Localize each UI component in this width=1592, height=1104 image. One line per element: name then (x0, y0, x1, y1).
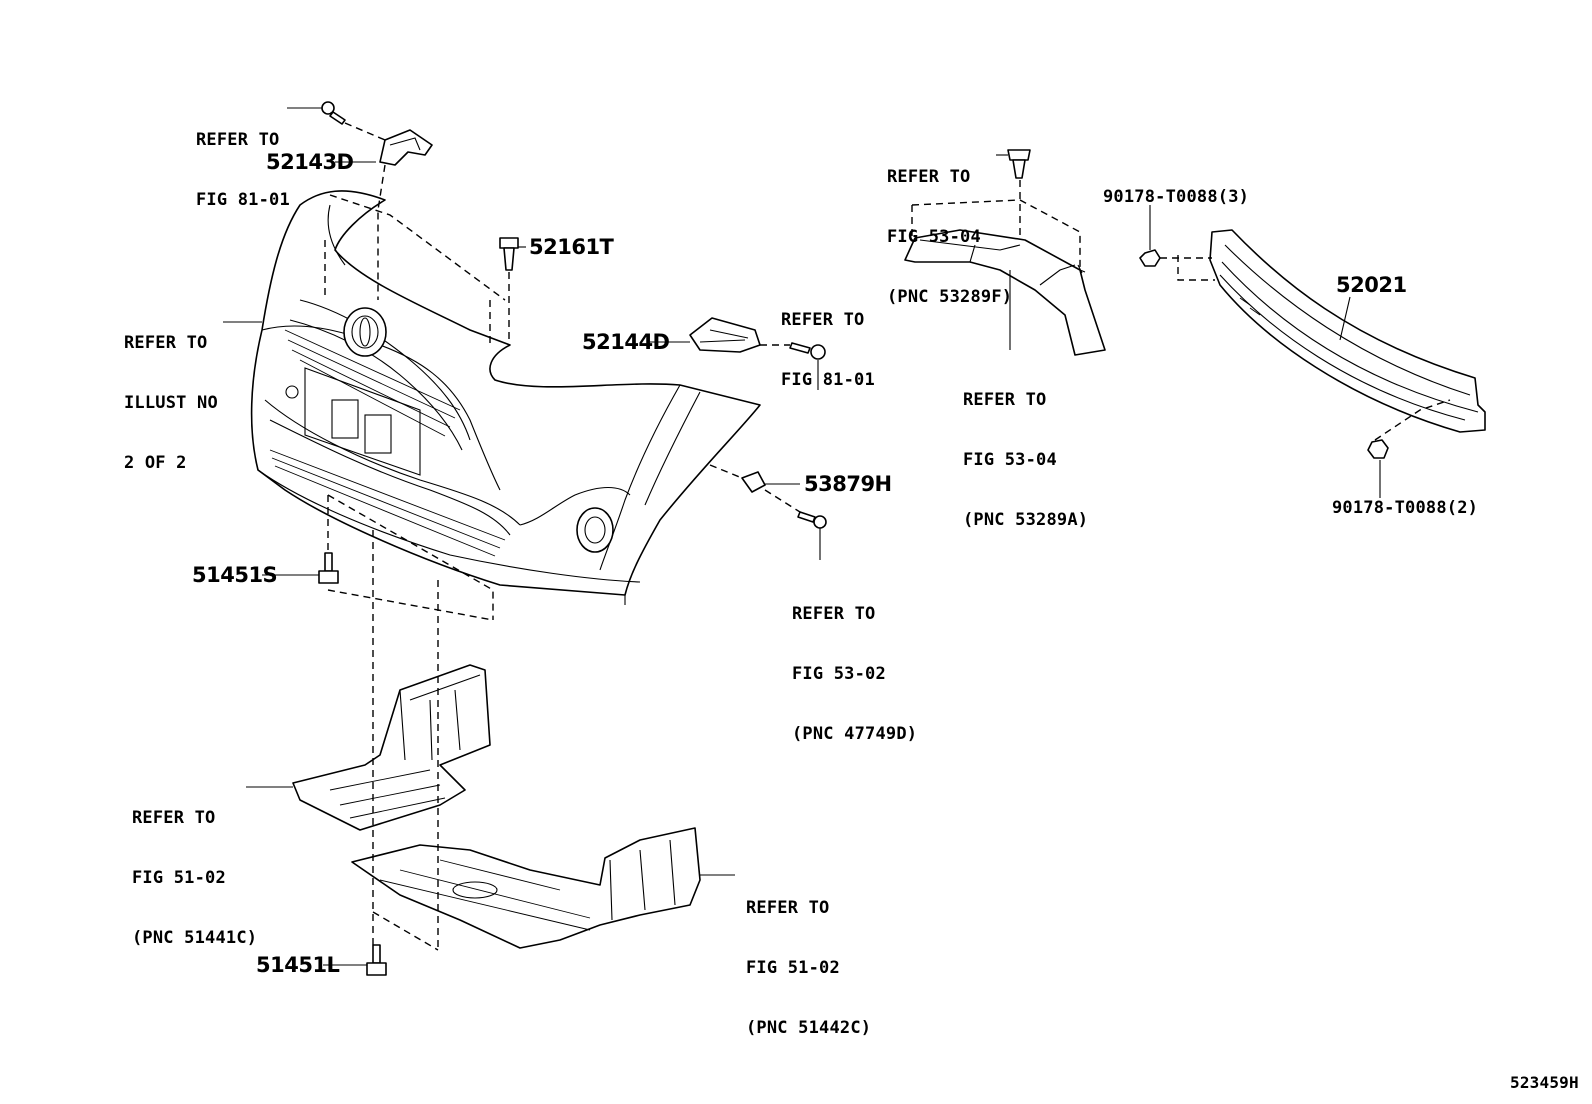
bracket-drawing (904, 229, 1106, 356)
part-51451S[interactable]: 51451S (192, 563, 278, 587)
ref-line: (PNC 51441C) (132, 928, 258, 948)
refer-fig-51-02-pnc-51442c[interactable]: REFER TO FIG 51-02 (PNC 51442C) (746, 858, 871, 1058)
ref-line: FIG 53-04 (963, 450, 1057, 470)
engine-under-cover-1-drawing (292, 664, 491, 831)
ref-line: REFER TO (887, 167, 971, 187)
part-51451L[interactable]: 51451L (256, 953, 340, 977)
ref-line: ILLUST NO (124, 393, 218, 413)
refer-fig-53-04-pnc-53289a[interactable]: REFER TO FIG 53-04 (PNC 53289A) (963, 350, 1088, 550)
ref-line: FIG 51-02 (746, 958, 840, 978)
ref-line: REFER TO (124, 333, 208, 353)
bolt-53289F-drawing (1007, 149, 1031, 179)
retainer-52144D-drawing (689, 317, 761, 353)
ref-line: REFER TO (196, 130, 280, 150)
clip-53879H-drawing (741, 471, 827, 529)
engine-under-cover-2-drawing (351, 827, 701, 949)
ref-line: (PNC 53289A) (963, 510, 1089, 530)
leader-lines (223, 107, 1381, 966)
ref-line: 2 OF 2 (124, 453, 187, 473)
ref-line: (PNC 53289F) (887, 287, 1013, 307)
refer-fig-81-01-mid[interactable]: REFER TO FIG 81-01 (781, 270, 875, 410)
refer-fig-51-02-pnc-51441c[interactable]: REFER TO FIG 51-02 (PNC 51441C) (132, 768, 257, 968)
part-52161T[interactable]: 52161T (529, 235, 614, 259)
screw-top-drawing (321, 101, 346, 125)
part-52021[interactable]: 52021 (1336, 273, 1407, 297)
part-52144D[interactable]: 52144D (582, 330, 670, 354)
front-bumper-cover (250, 190, 761, 605)
refer-fig-81-01-top[interactable]: REFER TO FIG 81-01 (196, 90, 290, 230)
ref-line: FIG 81-01 (196, 190, 290, 210)
refer-fig-53-02-pnc-47749d[interactable]: REFER TO FIG 53-02 (PNC 47749D) (792, 564, 917, 764)
screw-mid-drawing (789, 342, 826, 360)
bumper-reinforcement-52021-drawing (1209, 229, 1486, 433)
ref-line: REFER TO (132, 808, 216, 828)
ref-line: (PNC 51442C) (746, 1018, 872, 1038)
refer-illust-2-of-2[interactable]: REFER TO ILLUST NO 2 OF 2 (124, 293, 218, 493)
ref-line: (PNC 47749D) (792, 724, 918, 744)
clip-52161T-drawing (499, 237, 519, 271)
part-53879H[interactable]: 53879H (804, 472, 892, 496)
ref-line: REFER TO (781, 310, 865, 330)
ref-line: FIG 53-02 (792, 664, 886, 684)
part-90178-T0088-3[interactable]: 90178-T0088(3) (1103, 187, 1250, 207)
bolt-51451L-drawing (366, 944, 387, 976)
refer-fig-53-04-pnc-53289f[interactable]: REFER TO FIG 53-04 (PNC 53289F) (887, 127, 1012, 327)
ref-line: FIG 51-02 (132, 868, 226, 888)
nut-90178-3-drawing (1139, 249, 1161, 267)
bolt-51451S-drawing (318, 552, 339, 584)
ref-line: REFER TO (963, 390, 1047, 410)
ref-line: FIG 81-01 (781, 370, 875, 390)
ref-line: REFER TO (746, 898, 830, 918)
ref-line: REFER TO (792, 604, 876, 624)
diagram-id: 523459H (1510, 1073, 1579, 1092)
nut-90178-2-drawing (1367, 439, 1389, 459)
ref-line: FIG 53-04 (887, 227, 981, 247)
part-90178-T0088-2[interactable]: 90178-T0088(2) (1332, 498, 1479, 518)
retainer-52143D-drawing (379, 129, 433, 166)
assembly-lines (324, 122, 1451, 951)
part-52143D[interactable]: 52143D (266, 150, 354, 174)
